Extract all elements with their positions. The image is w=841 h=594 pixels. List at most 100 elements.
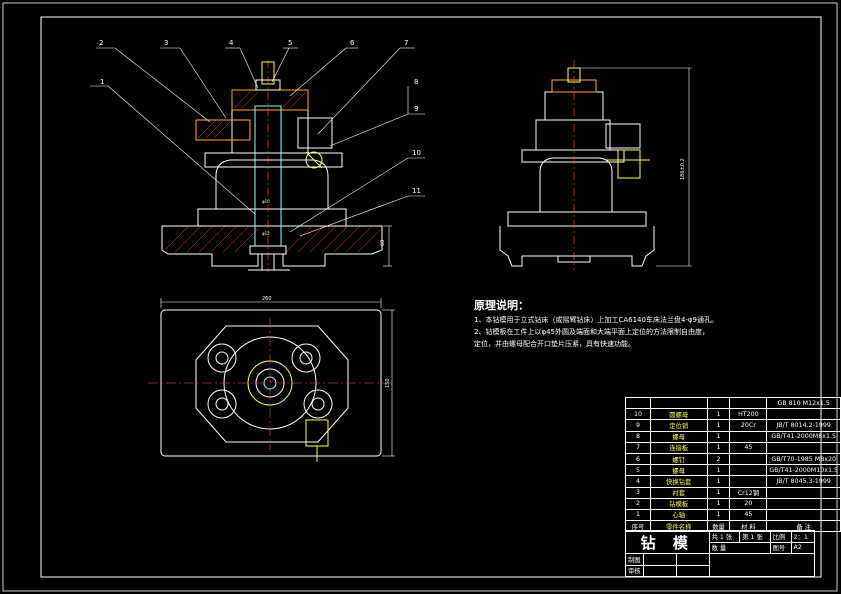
- front-inner-2: φ12: [262, 231, 270, 236]
- principle-notes: 原理说明： 1、本钻模用于立式钻床（或摇臂钻床）上加工CA6140车床法兰盘4-…: [474, 298, 774, 350]
- sheet-number: 第 1 张: [739, 530, 771, 543]
- front-view: [161, 60, 383, 272]
- sheet-total: 共 1 张: [708, 530, 741, 543]
- side-dimension: [580, 67, 692, 267]
- bom-qty: 1: [706, 441, 731, 454]
- bom-no: 2: [625, 497, 651, 510]
- balloon-6: 6: [350, 39, 355, 47]
- bom-part-name: 定位销: [649, 419, 708, 432]
- balloon-7: 7: [404, 39, 408, 47]
- plan-height-label: 150: [385, 378, 391, 388]
- balloon-3: 3: [164, 39, 168, 47]
- bom-no: 8: [625, 430, 651, 443]
- bom-material: 20Cr: [729, 419, 768, 432]
- bom-material: [729, 452, 768, 466]
- bom-no: 1: [625, 508, 651, 522]
- bom-material: Cr12钢: [729, 486, 768, 499]
- notes-line-2: 2、钻模板在工件上以φ45外圆及端面和大端平面上定位的方法限制自由度，: [474, 328, 709, 336]
- bom-material: 20: [729, 497, 768, 510]
- bom-top-row: GB 810 M12x1.5: [625, 396, 841, 410]
- bom-cell-blank: [625, 396, 651, 410]
- title-block: 钻 模 共 1 张 第 1 张 比例 2：1 数 量 图号 A2 制图 审核: [625, 530, 815, 577]
- balloon-4: 4: [229, 39, 234, 47]
- balloon-11: 11: [412, 187, 421, 195]
- balloon-5: 5: [288, 39, 292, 47]
- bom-qty: 1: [706, 464, 731, 477]
- balloon-10: 10: [412, 149, 421, 157]
- bom-cell-blank: [729, 396, 768, 410]
- bom-note: JB/T 8045.3-1999: [766, 475, 841, 488]
- scale-label: 比例: [769, 530, 792, 543]
- bom-note: [766, 408, 841, 421]
- bom-part-name: 圆螺母: [649, 408, 708, 421]
- bom-part-name: 连接板: [649, 441, 708, 454]
- bom-part-name: 螺母: [649, 464, 708, 477]
- bom-material: [729, 475, 768, 488]
- front-height-label: 60: [380, 240, 386, 246]
- bom-qty: 1: [706, 508, 731, 522]
- bom-qty: 1: [706, 497, 731, 510]
- bom-material: [729, 464, 768, 477]
- bom-part-name: 衬套: [649, 486, 708, 499]
- bom-qty: 1: [706, 486, 731, 499]
- bom-note: [766, 508, 841, 522]
- balloon-9: 9: [414, 105, 418, 113]
- balloon-8: 8: [414, 78, 418, 86]
- bom-note: GB/T41-2000M8x1.5: [766, 430, 841, 443]
- bom-material: [729, 430, 768, 443]
- balloon-2: 2: [99, 39, 103, 47]
- notes-line-1: 1、本钻模用于立式钻床（或摇臂钻床）上加工CA6140车床法兰盘4-φ9通孔。: [474, 316, 718, 324]
- bom-material: 45: [729, 441, 768, 454]
- balloon-1: 1: [100, 78, 104, 86]
- bom-header-extra: GB 810 M12x1.5: [766, 396, 841, 410]
- bom-qty: 2: [706, 452, 731, 466]
- plan-width-label: 260: [262, 296, 272, 302]
- notes-title: 原理说明：: [474, 299, 529, 312]
- bom-cell-blank: [649, 396, 708, 410]
- side-height-label: 186±0.2: [680, 158, 686, 180]
- bom-material: HT200: [729, 408, 768, 421]
- bom-no: 10: [625, 408, 651, 421]
- bom-note: [766, 441, 841, 454]
- bom-no: 3: [625, 486, 651, 499]
- bom-no: 7: [625, 441, 651, 454]
- bom-qty: 1: [706, 475, 731, 488]
- bom-no: 4: [625, 475, 651, 488]
- plan-view: [160, 309, 382, 462]
- bom-part-name: 螺钉: [649, 452, 708, 466]
- side-view: [499, 60, 655, 270]
- check-label: 审核: [625, 564, 644, 577]
- bom-no: 5: [625, 464, 651, 477]
- bom-qty: 1: [706, 408, 731, 421]
- drawno-label: 图号: [769, 541, 792, 554]
- bom-part-name: 快换钻套: [649, 475, 708, 488]
- drawing-name: 钻 模: [625, 530, 710, 554]
- bom-material: 45: [729, 508, 768, 522]
- plan-centerlines: [148, 318, 392, 450]
- scale-value: 2：1: [790, 530, 815, 543]
- leaders: [90, 47, 425, 237]
- bom-part-name: 心轴: [649, 508, 708, 522]
- draw-label: 制图: [625, 553, 644, 566]
- bom-qty: 1: [706, 419, 731, 432]
- plan-dimensions: [160, 298, 395, 457]
- bom-no: 9: [625, 419, 651, 432]
- notes-line-3: 定位，并由螺母配合开口垫片压紧，具有快速功能。: [474, 340, 635, 348]
- front-inner-1: φ10: [262, 199, 270, 204]
- balloon-labels: 1 2 3 4 5 6 7 8 9 10 11: [99, 39, 421, 195]
- bom-part-name: 螺母: [649, 430, 708, 443]
- bom-note: GB/T70-1985 M8x20: [766, 452, 841, 466]
- base-hatch: [164, 225, 381, 253]
- bom-part-name: 钻模板: [649, 497, 708, 510]
